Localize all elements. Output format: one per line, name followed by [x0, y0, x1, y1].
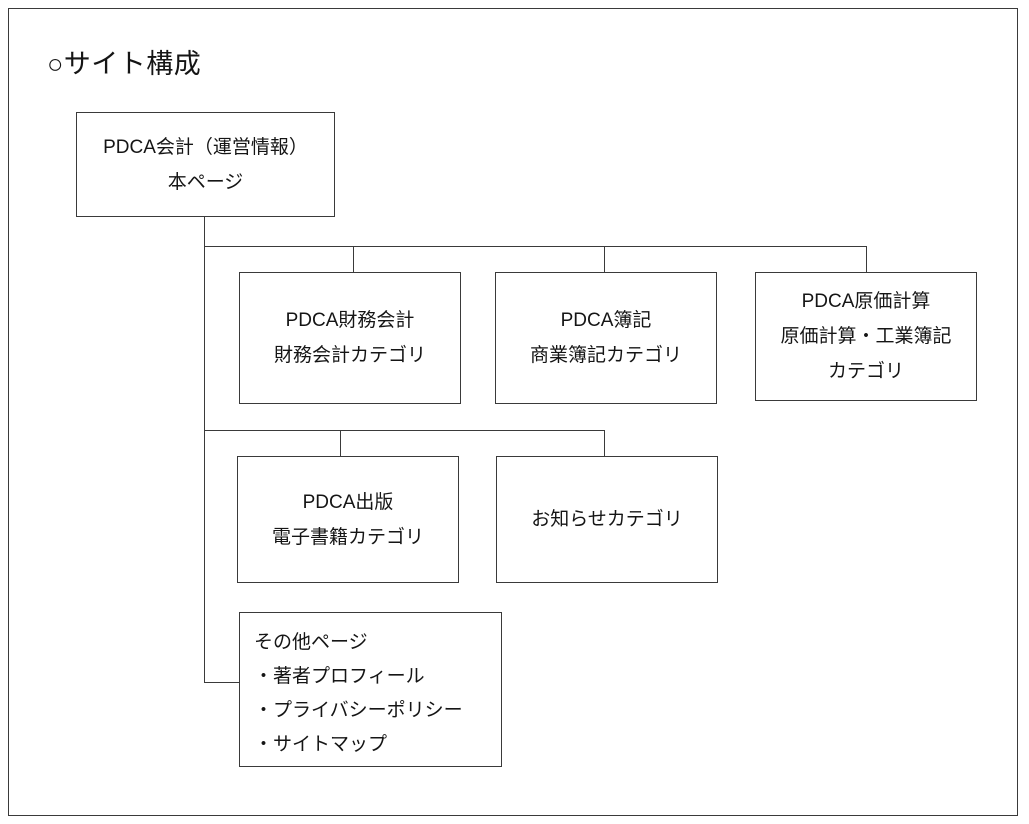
pdca-cost-accounting-line-2: 原価計算・工業簿記 [780, 326, 952, 347]
pdca-cost-accounting-line-1: PDCA原価計算 [801, 291, 931, 312]
connector-bus-row1 [204, 246, 867, 247]
page-title: ○サイト構成 [47, 49, 202, 79]
pdca-cost-accounting-line-3: カテゴリ [827, 361, 904, 382]
pdca-publishing-line-2: 電子書籍カテゴリ [271, 526, 424, 548]
pdca-publishing-box[interactable]: PDCA出版 電子書籍カテゴリ [237, 456, 459, 583]
pdca-financial-accounting-box[interactable]: PDCA財務会計 財務会計カテゴリ [239, 272, 461, 404]
connector-trunk-vertical [204, 216, 205, 683]
other-pages-line-4: ・サイトマップ [254, 734, 388, 755]
other-pages-line-2: ・著者プロフィール [254, 666, 425, 687]
news-category-box[interactable]: お知らせカテゴリ [496, 456, 718, 583]
page-border [8, 8, 1018, 816]
connector-drop-bookkeeping [604, 246, 605, 273]
other-pages-line-3: ・プライバシーポリシー [254, 700, 463, 721]
pdca-publishing-line-1: PDCA出版 [302, 491, 394, 513]
connector-bus-row2 [204, 430, 605, 431]
pdca-bookkeeping-box[interactable]: PDCA簿記 商業簿記カテゴリ [495, 272, 717, 404]
pdca-bookkeeping-line-2: 商業簿記カテゴリ [529, 345, 682, 366]
connector-drop-financial-accounting [353, 246, 354, 273]
other-pages-line-1: その他ページ [254, 632, 368, 653]
news-category-line-1: お知らせカテゴリ [531, 509, 683, 530]
pdca-bookkeeping-line-1: PDCA簿記 [560, 310, 652, 331]
connector-drop-news-category [604, 430, 605, 456]
other-pages-box[interactable]: その他ページ ・著者プロフィール ・プライバシーポリシー ・サイトマップ [239, 612, 502, 767]
connector-elbow-other-pages [204, 682, 240, 683]
connector-drop-cost-accounting [866, 246, 867, 273]
connector-drop-publishing [340, 430, 341, 456]
pdca-accounting-root-line-2: 本ページ [167, 171, 244, 193]
pdca-financial-accounting-line-2: 財務会計カテゴリ [273, 345, 426, 366]
pdca-accounting-root-box[interactable]: PDCA会計（運営情報） 本ページ [76, 112, 335, 217]
pdca-cost-accounting-box[interactable]: PDCA原価計算 原価計算・工業簿記 カテゴリ [755, 272, 977, 401]
pdca-accounting-root-line-1: PDCA会計（運営情報） [103, 136, 308, 158]
pdca-financial-accounting-line-1: PDCA財務会計 [285, 310, 415, 331]
